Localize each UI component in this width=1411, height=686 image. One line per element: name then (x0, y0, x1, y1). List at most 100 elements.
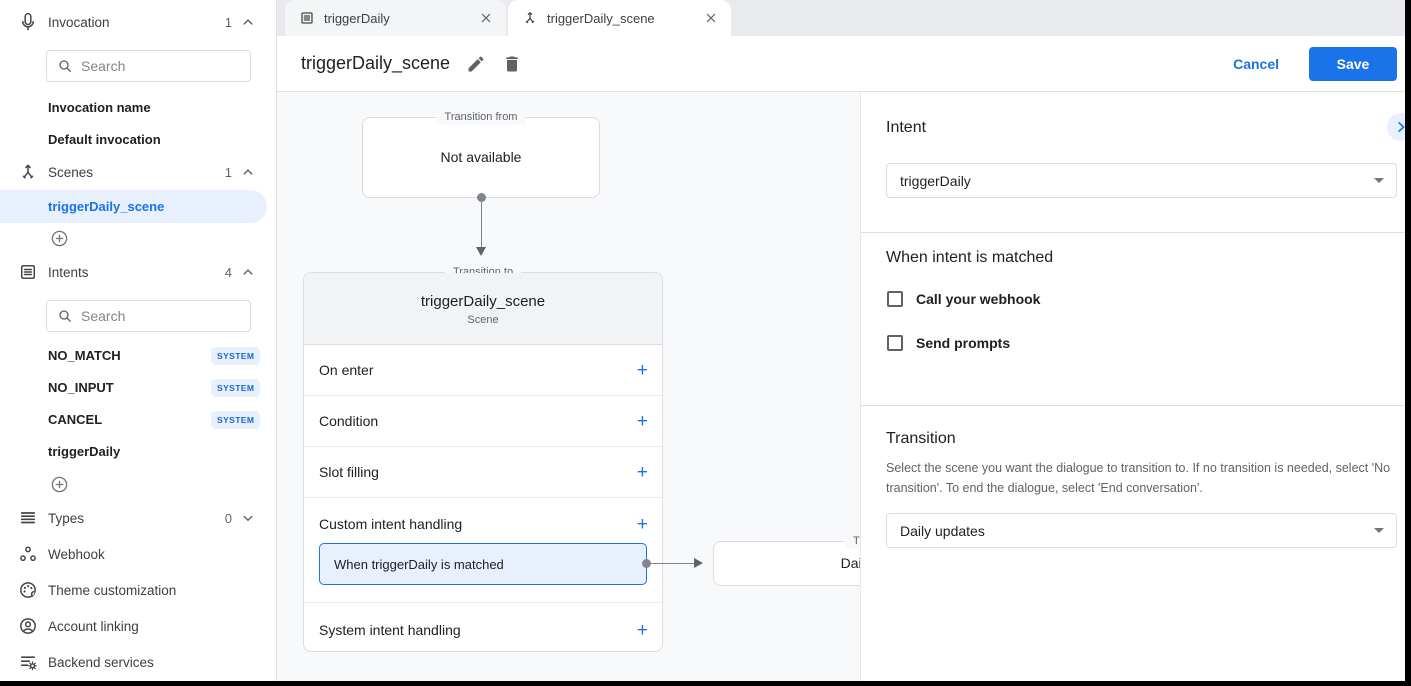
list-item[interactable]: triggerDaily (0, 442, 277, 462)
intent-detail-panel: Intent triggerDaily When intent is match… (860, 92, 1405, 681)
chevron-up-icon[interactable] (239, 163, 257, 181)
connector-line (649, 562, 694, 564)
section-label: Types (48, 510, 85, 526)
sidebar-item-triggerdaily-scene[interactable]: triggerDaily_scene (0, 190, 267, 223)
list-item[interactable]: CANCEL SYSTEM (0, 410, 277, 430)
divider (861, 405, 1405, 406)
intent-label: triggerDaily (48, 444, 121, 459)
sidebar-item-theme-customization[interactable]: Theme customization (0, 573, 277, 607)
list-item[interactable]: NO_MATCH SYSTEM (0, 346, 277, 366)
chevron-up-icon[interactable] (239, 263, 257, 281)
account-icon (18, 616, 38, 636)
scene-card: Transition to triggerDaily_scene Scene O… (303, 265, 663, 652)
intent-handler-chip[interactable]: When triggerDaily is matched (319, 543, 647, 585)
sidebar-item-webhook[interactable]: Webhook (0, 537, 277, 571)
chevron-down-icon[interactable] (239, 509, 257, 527)
intents-icon (299, 10, 315, 26)
link-label: Webhook (48, 546, 105, 562)
connector-line (480, 200, 482, 247)
add-condition-button[interactable]: + (636, 411, 648, 432)
search-icon (57, 308, 73, 324)
checkbox-unchecked[interactable] (887, 335, 903, 351)
when-matched-heading: When intent is matched (886, 249, 1054, 266)
intent-select-value: triggerDaily (900, 172, 971, 189)
sidebar-section-intents[interactable]: Intents 4 (0, 255, 277, 289)
intents-search-input[interactable] (81, 308, 221, 324)
section-count: 1 (224, 14, 232, 30)
scene-row-custom-intent-handling: Custom intent handling + When triggerDai… (304, 498, 662, 603)
intent-label: NO_INPUT (48, 380, 114, 395)
backend-services-icon (18, 652, 38, 672)
add-scene-button[interactable] (50, 229, 69, 248)
send-prompts-checkbox-row[interactable]: Send prompts (887, 335, 1010, 351)
scene-card-title: triggerDaily_scene (420, 293, 546, 310)
sidebar-section-scenes[interactable]: Scenes 1 (0, 155, 277, 189)
sidebar-section-types[interactable]: Types 0 (0, 501, 277, 535)
sidebar-item-invocation-name[interactable]: Invocation name (48, 100, 151, 115)
sidebar-item-account-linking[interactable]: Account linking (0, 609, 277, 643)
close-icon[interactable] (478, 10, 494, 26)
palette-icon (18, 580, 38, 600)
section-label: Intents (48, 264, 89, 280)
save-button[interactable]: Save (1309, 46, 1397, 81)
not-available-text: Not available (440, 149, 522, 165)
close-icon[interactable] (703, 10, 719, 26)
intent-handler-label: When triggerDaily is matched (334, 556, 504, 572)
transition-heading: Transition (886, 430, 956, 447)
list-item[interactable]: NO_INPUT SYSTEM (0, 378, 277, 398)
checkbox-label: Call your webhook (916, 291, 1041, 307)
row-label: Custom intent handling (319, 516, 463, 532)
row-label: On enter (319, 362, 374, 378)
scene-flow-canvas[interactable]: Transition from Not available Transition… (277, 92, 860, 681)
intent-select[interactable]: triggerDaily (886, 163, 1397, 198)
add-system-intent-button[interactable]: + (636, 620, 648, 641)
delete-icon[interactable] (502, 54, 522, 74)
add-on-enter-button[interactable]: + (636, 360, 648, 381)
webhook-icon (18, 544, 38, 564)
add-slot-filling-button[interactable]: + (636, 462, 648, 483)
intent-label: CANCEL (48, 412, 103, 427)
cancel-button[interactable]: Cancel (1233, 55, 1279, 72)
intents-icon (18, 262, 38, 282)
chevron-up-icon[interactable] (239, 13, 257, 31)
edit-icon[interactable] (466, 54, 486, 74)
scene-icon (522, 10, 538, 26)
section-label: Scenes (48, 164, 94, 180)
page-title: triggerDaily_scene (301, 53, 451, 73)
row-label: System intent handling (319, 622, 461, 638)
intents-search (46, 300, 251, 332)
link-label: Theme customization (48, 582, 177, 598)
add-custom-intent-button[interactable]: + (636, 514, 648, 535)
transition-select[interactable]: Daily updates (886, 513, 1397, 548)
chevron-down-icon (1374, 178, 1384, 183)
sidebar-item-backend-services[interactable]: Backend services (0, 645, 277, 679)
scene-row-on-enter: On enter + (304, 345, 662, 396)
collapse-panel-button[interactable] (1387, 113, 1405, 141)
scene-card-subtitle: Scene (467, 314, 499, 326)
scene-header: triggerDaily_scene Cancel Save (277, 36, 1405, 92)
connector-dot (642, 558, 651, 568)
mic-icon (18, 12, 38, 32)
types-icon (18, 508, 38, 528)
invocation-search-input[interactable] (81, 58, 221, 74)
intent-label: NO_MATCH (48, 348, 121, 363)
intent-heading: Intent (886, 119, 927, 136)
sidebar-section-invocation[interactable]: Invocation 1 (0, 5, 277, 39)
connector-dot (477, 193, 486, 202)
transition-target-card[interactable]: Transition to Daily updates (713, 534, 860, 586)
system-badge: SYSTEM (211, 411, 261, 429)
section-count: 4 (224, 264, 232, 280)
section-label: Invocation (48, 14, 110, 30)
system-badge: SYSTEM (211, 347, 261, 365)
sidebar-item-default-invocation[interactable]: Default invocation (48, 132, 161, 147)
tab-triggerdaily-scene[interactable]: triggerDaily_scene (508, 0, 731, 36)
scene-card-header: triggerDaily_scene Scene (304, 273, 662, 345)
invocation-search (46, 50, 251, 82)
tab-triggerdaily[interactable]: triggerDaily (285, 0, 506, 36)
card-legend: Transition to (844, 534, 860, 549)
checkbox-unchecked[interactable] (887, 291, 903, 307)
add-intent-button[interactable] (50, 475, 69, 494)
call-webhook-checkbox-row[interactable]: Call your webhook (887, 291, 1040, 307)
scene-icon (18, 162, 38, 182)
